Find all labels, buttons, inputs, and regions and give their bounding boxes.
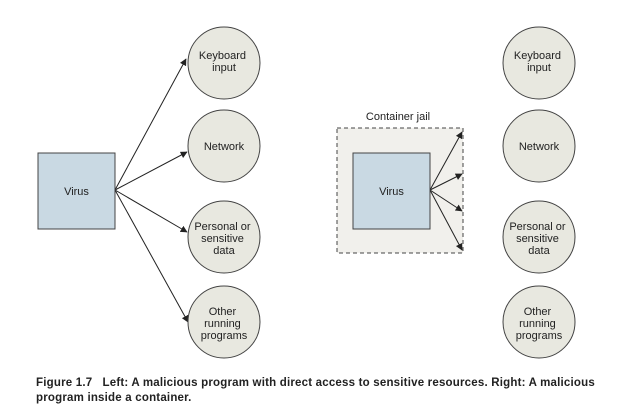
figure-caption-text: Left: A malicious program with direct ac…	[36, 377, 595, 404]
left-label-keyboard-input: Keyboard input	[199, 50, 249, 74]
figure-caption: Figure 1.7 Left: A malicious program wit…	[36, 376, 596, 406]
arrow-to-network	[114, 151, 188, 191]
figure-label: Figure 1.7	[36, 377, 93, 389]
blocked-arrow-4	[429, 189, 463, 251]
right-virus-box	[352, 152, 431, 230]
left-resource-circles	[187, 26, 261, 359]
diagram-canvas: Virus Keyboard input Network Personal or…	[37, 26, 576, 359]
arrow-to-other-programs	[114, 189, 189, 323]
blocked-arrow-2	[429, 173, 463, 191]
right-circle-network	[502, 109, 576, 183]
arrow-to-personal-data	[114, 189, 188, 233]
left-label-network: Network	[204, 141, 245, 153]
right-resource-labels: Keyboard input Network Personal or sensi…	[509, 50, 568, 342]
left-label-other-programs: Other running programs	[201, 306, 248, 342]
right-arrows	[429, 131, 463, 251]
blocked-arrow-3	[429, 189, 463, 212]
arrow-to-keyboard-input	[114, 58, 187, 191]
right-label-personal-data: Personal or sensitive data	[509, 221, 568, 257]
left-label-personal-data: Personal or sensitive data	[194, 221, 253, 257]
left-virus-label: Virus	[64, 186, 89, 198]
right-circle-other-programs	[502, 285, 576, 359]
right-circle-keyboard-input	[502, 26, 576, 100]
left-circle-network	[187, 109, 261, 183]
blocked-arrow-1	[429, 131, 463, 191]
right-resource-circles	[502, 26, 576, 359]
right-label-keyboard-input: Keyboard input	[514, 50, 564, 74]
right-virus-label: Virus	[379, 186, 404, 198]
container-jail-label: Container jail	[366, 111, 430, 123]
right-circle-personal-data	[502, 200, 576, 274]
left-virus-box	[37, 152, 116, 230]
left-circle-personal-data	[187, 200, 261, 274]
left-resource-labels: Keyboard input Network Personal or sensi…	[194, 50, 253, 342]
left-circle-other-programs	[187, 285, 261, 359]
left-circle-keyboard-input	[187, 26, 261, 100]
left-arrows	[114, 58, 189, 323]
right-label-network: Network	[519, 141, 560, 153]
right-label-other-programs: Other running programs	[516, 306, 563, 342]
